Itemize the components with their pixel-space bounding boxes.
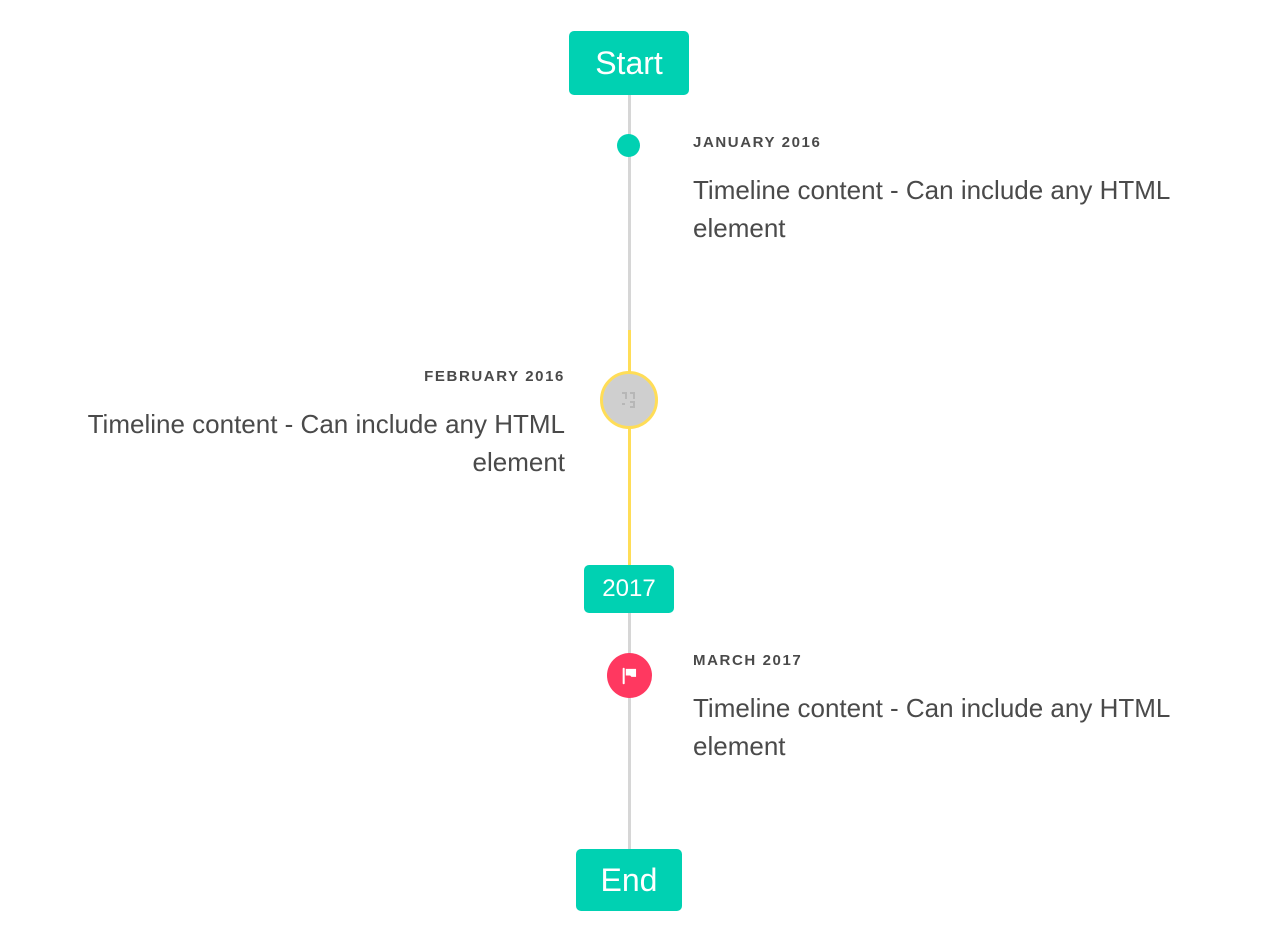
timeline-rail-highlight (628, 330, 631, 575)
timeline-entry-march: MARCH 2017 Timeline content - Can includ… (693, 653, 1233, 765)
timeline-entry-february: FEBRUARY 2016 Timeline content - Can inc… (25, 369, 565, 481)
timeline-rail-upper (628, 94, 631, 330)
timeline-marker-january[interactable] (617, 134, 640, 157)
missing-glyph-icon (622, 392, 636, 408)
timeline-entry-body: Timeline content - Can include any HTML … (693, 175, 1170, 243)
timeline-end-badge-label: End (600, 862, 658, 898)
timeline-end-badge[interactable]: End (576, 849, 682, 911)
timeline-entry-heading: FEBRUARY 2016 (424, 368, 565, 385)
timeline-start-badge[interactable]: Start (569, 31, 689, 95)
timeline-entry-heading: JANUARY 2016 (693, 134, 822, 151)
timeline-entry-body: Timeline content - Can include any HTML … (693, 693, 1170, 761)
timeline-marker-march[interactable] (607, 653, 652, 698)
timeline-year-badge-label: 2017 (602, 575, 656, 602)
timeline-rail-lower (628, 612, 631, 852)
timeline-start-badge-label: Start (595, 45, 663, 81)
timeline-year-badge[interactable]: 2017 (584, 565, 674, 613)
timeline-entry-heading: MARCH 2017 (693, 652, 803, 669)
timeline-marker-february[interactable] (600, 371, 658, 429)
timeline-entry-january: JANUARY 2016 Timeline content - Can incl… (693, 135, 1233, 247)
flag-icon (622, 667, 636, 684)
timeline-entry-body: Timeline content - Can include any HTML … (87, 409, 565, 477)
